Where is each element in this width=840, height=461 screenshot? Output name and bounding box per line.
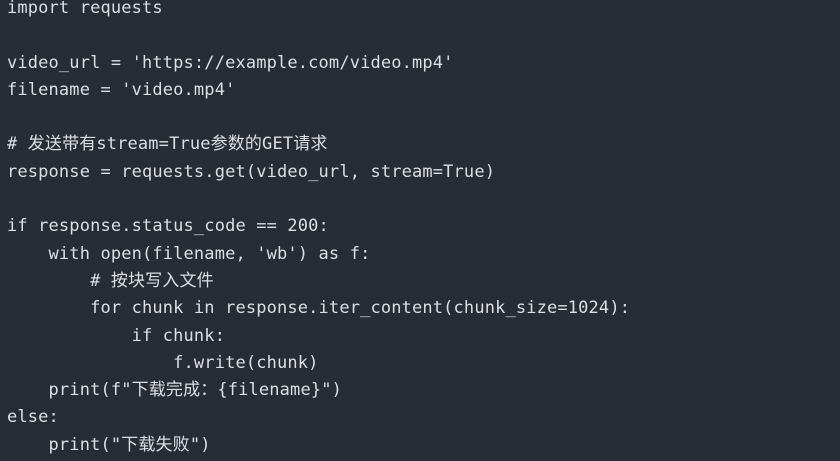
code-line-10: with open(filename, 'wb') as f:: [7, 243, 371, 264]
code-line-9: if response.status_code == 200:: [7, 216, 329, 237]
code-line-16: else:: [7, 407, 59, 428]
code-line-5: [7, 104, 840, 131]
code-line-4: filename = 'video.mp4': [7, 79, 236, 100]
code-line-6: # 发送带有stream=True参数的GET请求: [7, 134, 328, 155]
code-line-7: response = requests.get(video_url, strea…: [7, 161, 496, 182]
code-line-12: for chunk in response.iter_content(chunk…: [7, 298, 631, 319]
code-line-1: import requests: [7, 0, 163, 18]
code-line-3: video_url = 'https://example.com/video.m…: [7, 52, 454, 73]
code-line-2: [7, 22, 840, 49]
code-line-17: print("下载失败"): [7, 434, 211, 455]
code-line-8: [7, 186, 840, 213]
code-line-15: print(f"下载完成：{filename}"): [7, 380, 342, 401]
code-line-14: f.write(chunk): [7, 352, 319, 373]
code-line-13: if chunk:: [7, 325, 226, 346]
code-line-11: # 按块写入文件: [7, 270, 214, 291]
